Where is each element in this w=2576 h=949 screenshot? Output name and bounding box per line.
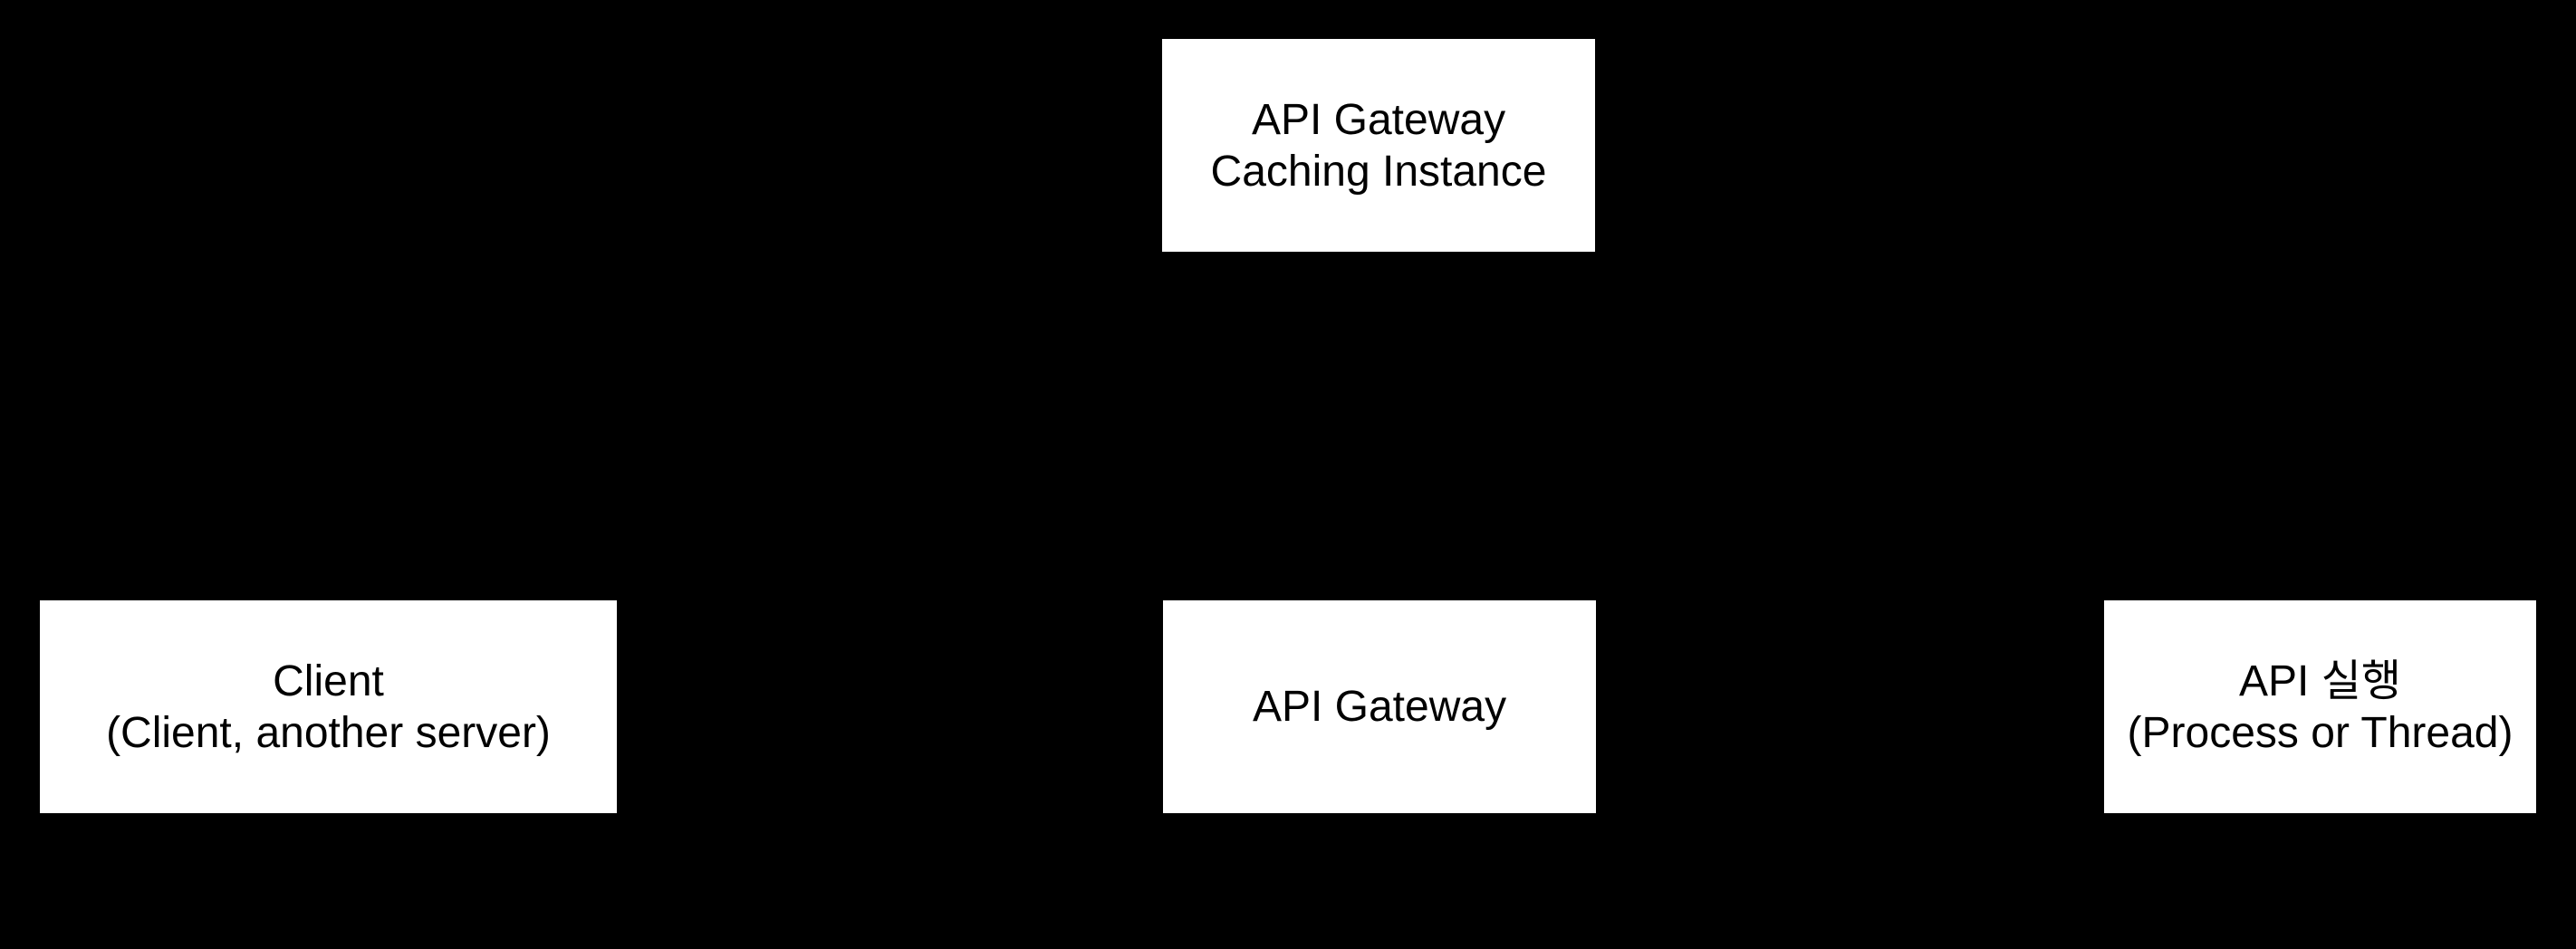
node-label-line: API Gateway [1252,683,1507,731]
node-api-execution: API 실행 (Process or Thread) [2104,600,2536,813]
node-label-line: (Client, another server) [106,708,551,757]
node-label-line: Client [273,657,384,705]
node-label-line: API 실행 [2238,657,2402,705]
node-label-line: (Process or Thread) [2127,708,2514,757]
node-label: API Gateway [1163,681,1596,733]
node-label: API 실행 (Process or Thread) [2104,656,2536,759]
node-api-gateway-caching-instance: API Gateway Caching Instance [1162,39,1595,252]
node-label: API Gateway Caching Instance [1162,94,1595,197]
node-api-gateway: API Gateway [1163,600,1596,813]
node-label-line: API Gateway [1251,95,1506,144]
node-label-line: Caching Instance [1210,147,1547,196]
node-label: Client (Client, another server) [40,656,617,759]
node-client: Client (Client, another server) [40,600,617,813]
